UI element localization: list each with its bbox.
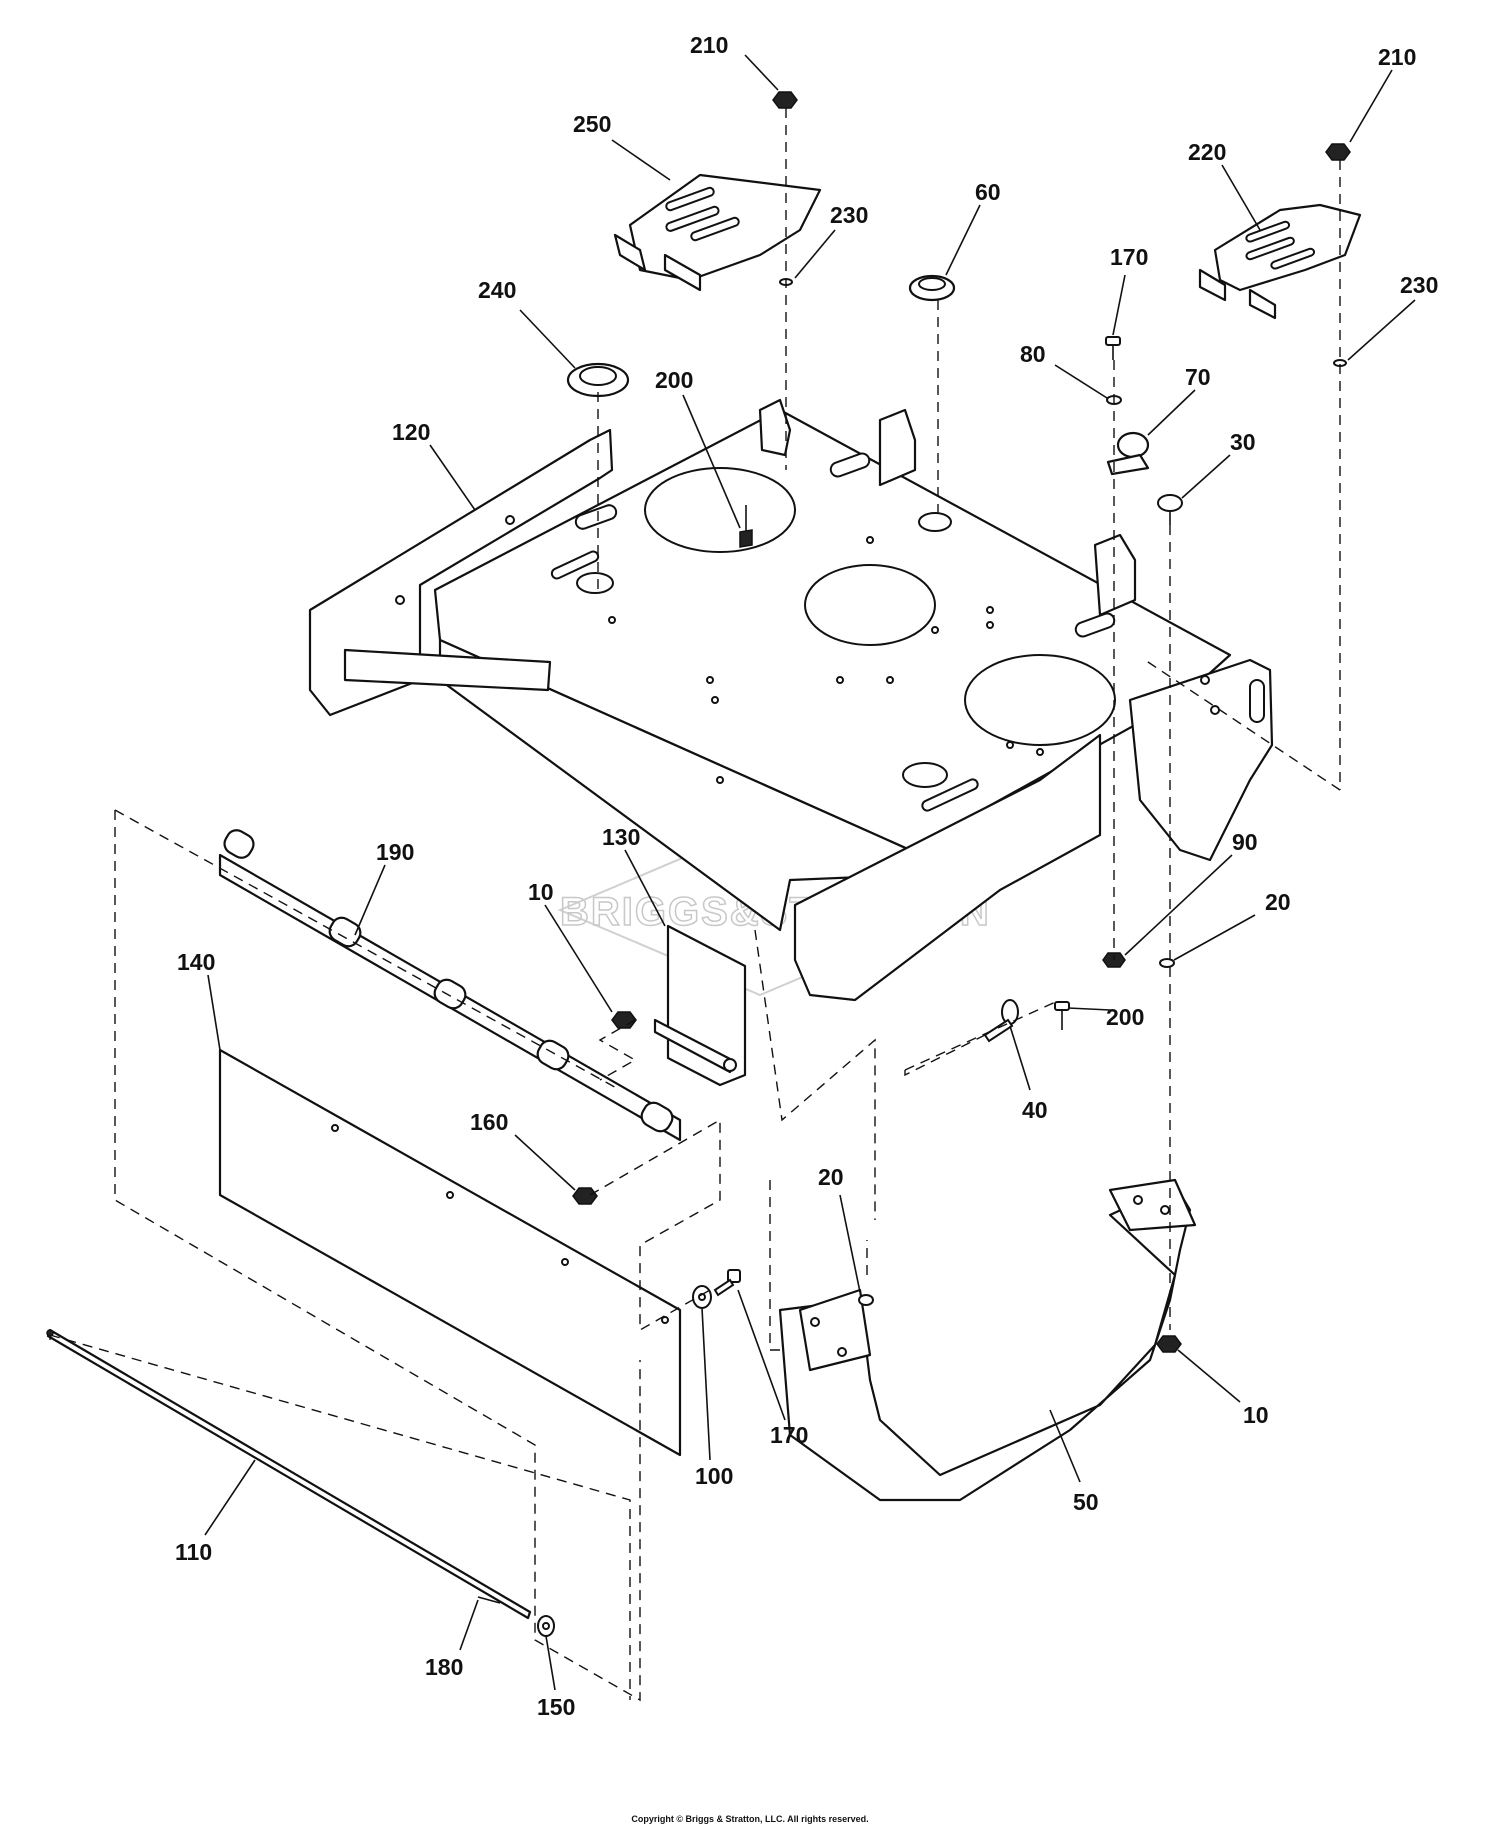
leader-lines bbox=[204, 54, 1416, 1691]
callout-20-bottom: 20 bbox=[818, 1164, 844, 1190]
washer-150[interactable] bbox=[537, 1615, 555, 1637]
callout-250: 250 bbox=[573, 111, 611, 137]
skid-plate-part[interactable] bbox=[778, 1178, 1197, 1502]
deck-opening-right bbox=[964, 654, 1116, 746]
hinge-rod-part[interactable] bbox=[46, 1328, 532, 1620]
callout-10-right: 10 bbox=[1243, 1402, 1269, 1428]
callout-230-left: 230 bbox=[830, 202, 868, 228]
nut-210-right[interactable] bbox=[1325, 143, 1351, 161]
callout-30: 30 bbox=[1230, 429, 1256, 455]
main-frame-part[interactable] bbox=[308, 398, 1274, 1002]
bolt-170-bottom[interactable] bbox=[713, 1269, 741, 1297]
callout-210-left: 210 bbox=[690, 32, 728, 58]
callout-150: 150 bbox=[537, 1694, 575, 1720]
callout-170-top: 170 bbox=[1110, 244, 1148, 270]
cotter-pin-180[interactable] bbox=[477, 1596, 501, 1604]
callout-230-right: 230 bbox=[1400, 272, 1438, 298]
deck-opening-left bbox=[644, 467, 796, 553]
hinge-part[interactable] bbox=[218, 827, 682, 1142]
deck-opening-center bbox=[804, 564, 936, 646]
washer-20-bottom[interactable] bbox=[858, 1294, 874, 1306]
callout-170-bottom: 170 bbox=[770, 1422, 808, 1448]
callout-120: 120 bbox=[392, 419, 430, 445]
callout-60: 60 bbox=[975, 179, 1001, 205]
bolt-170-top[interactable] bbox=[1105, 336, 1121, 360]
callout-100: 100 bbox=[695, 1463, 733, 1489]
bolt-200-top[interactable] bbox=[739, 505, 753, 548]
callout-20-top: 20 bbox=[1265, 889, 1291, 915]
callout-200-bottom: 200 bbox=[1106, 1004, 1144, 1030]
clamp-70-part[interactable] bbox=[1106, 431, 1150, 476]
callout-110: 110 bbox=[175, 1539, 212, 1565]
callout-180: 180 bbox=[425, 1654, 463, 1680]
washer-100[interactable] bbox=[692, 1285, 712, 1309]
bolt-40[interactable] bbox=[983, 999, 1019, 1043]
copyright-notice: Copyright © Briggs & Stratton, LLC. All … bbox=[631, 1814, 869, 1824]
deflector-plate-part[interactable] bbox=[218, 1048, 682, 1457]
callout-210-right: 210 bbox=[1378, 44, 1416, 70]
grommet-60-part[interactable] bbox=[908, 274, 956, 302]
washer-20-top[interactable] bbox=[1159, 958, 1175, 968]
callout-70: 70 bbox=[1185, 364, 1211, 390]
nut-10-right[interactable] bbox=[1156, 1335, 1182, 1353]
callout-160: 160 bbox=[470, 1109, 508, 1135]
carriage-bolt-30[interactable] bbox=[1157, 494, 1183, 525]
grommet-240-part[interactable] bbox=[566, 362, 630, 398]
callout-200-top: 200 bbox=[655, 367, 693, 393]
callout-190: 190 bbox=[376, 839, 414, 865]
nut-160[interactable] bbox=[572, 1187, 598, 1205]
callout-140: 140 bbox=[177, 949, 215, 975]
callout-90: 90 bbox=[1232, 829, 1258, 855]
nut-210-left[interactable] bbox=[772, 91, 798, 109]
callout-40: 40 bbox=[1022, 1097, 1048, 1123]
callout-80: 80 bbox=[1020, 341, 1046, 367]
bolt-200-bottom[interactable] bbox=[1054, 1001, 1070, 1030]
bracket-250-part[interactable] bbox=[613, 173, 822, 292]
callout-10-left: 10 bbox=[528, 879, 554, 905]
deflector-bracket-part[interactable] bbox=[653, 924, 747, 1087]
nut-10-left[interactable] bbox=[611, 1011, 637, 1029]
assembly-lines bbox=[49, 108, 1341, 1702]
callout-50: 50 bbox=[1073, 1489, 1099, 1515]
callout-220: 220 bbox=[1188, 139, 1226, 165]
callout-labels: 210 250 230 60 210 220 170 230 240 80 70… bbox=[175, 32, 1438, 1720]
callout-240: 240 bbox=[478, 277, 516, 303]
callout-130: 130 bbox=[602, 824, 640, 850]
bracket-220-part[interactable] bbox=[1198, 203, 1362, 320]
